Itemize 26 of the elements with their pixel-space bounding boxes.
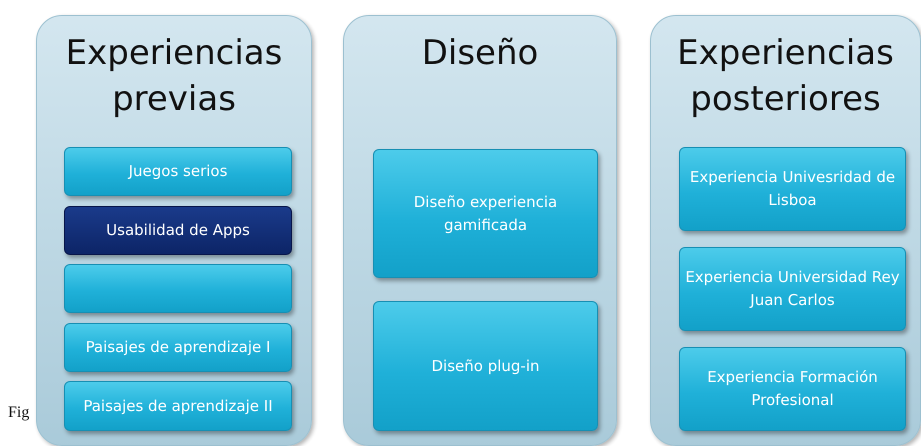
- process-box: [64, 206, 292, 255]
- column-panel: [650, 15, 921, 446]
- box-label: Diseño plug-in: [430, 356, 541, 376]
- box-label: Experiencia Universidad Rey Juan Carlos: [684, 267, 901, 311]
- process-box: [373, 301, 598, 431]
- box-label: Juegos serios: [126, 161, 228, 182]
- box-label: Experiencia Univesridad de Lisboa: [688, 167, 896, 211]
- process-box: [64, 147, 292, 196]
- process-box: [64, 381, 292, 431]
- column-panel: [36, 15, 312, 446]
- process-box: [679, 347, 906, 431]
- box-label: Diseño experiencia gamificada: [412, 192, 558, 236]
- process-box: [679, 247, 906, 331]
- box-label: Experiencia Formación Profesional: [706, 367, 879, 411]
- box-label: Usabilidad de Apps: [105, 220, 251, 241]
- panel-heading: Experiencias posteriores: [676, 32, 895, 121]
- process-box: [64, 323, 292, 372]
- panel-heading: Experiencias previas: [64, 32, 284, 121]
- panel-heading: Diseño: [420, 32, 540, 75]
- box-label: Paisajes de aprendizaje II: [82, 396, 274, 416]
- column-panel: [343, 15, 617, 446]
- process-box: [679, 147, 906, 231]
- process-box: [373, 149, 598, 278]
- process-box: [64, 264, 292, 313]
- box-label: Paisajes de aprendizaje I: [84, 337, 272, 358]
- caption-text: Fig: [8, 404, 30, 422]
